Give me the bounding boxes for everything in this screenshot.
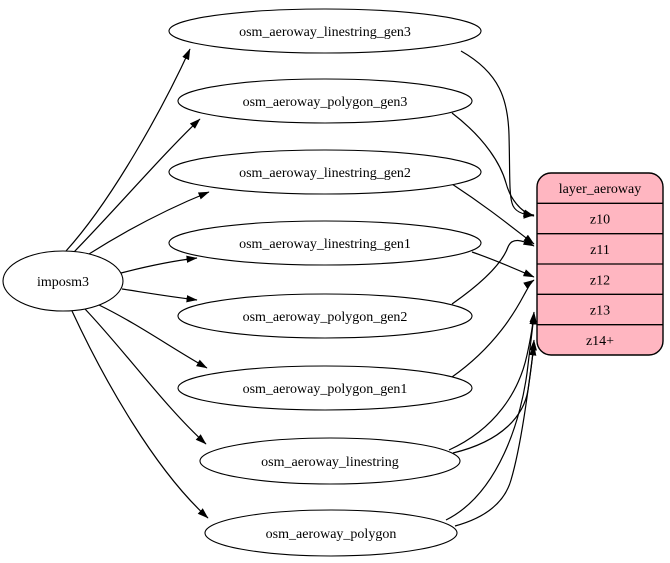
edge-imposm3-to-osm_aeroway_linestring: [84, 308, 207, 445]
layer-row-z11: z11: [590, 243, 610, 258]
node-imposm3: imposm3: [2, 250, 124, 312]
table-ellipse: [177, 78, 473, 124]
table-label: osm_aeroway_polygon: [266, 527, 397, 542]
table-ellipse: [168, 149, 482, 195]
table-label: osm_aeroway_linestring_gen3: [239, 25, 411, 40]
edge-imposm3-to-osm_aeroway_polygon_gen1: [98, 304, 208, 369]
edge-imposm3-to-osm_aeroway_linestring_gen2: [88, 191, 210, 255]
layer-row-z10: z10: [590, 213, 610, 228]
edge-osm_aeroway_linestring-to-z14: [452, 339, 537, 454]
edges-to-layer: [445, 50, 537, 527]
edge-osm_aeroway_polygon_gen3-to-z10: [451, 112, 535, 217]
edge-imposm3-to-osm_aeroway_linestring_gen1: [120, 255, 198, 274]
table-label: osm_aeroway_linestring_gen1: [239, 237, 411, 252]
node-osm_aeroway_linestring_gen2: osm_aeroway_linestring_gen2: [168, 149, 482, 195]
layer-row-z14: z14+: [586, 334, 614, 349]
table-ellipse: [168, 8, 482, 54]
edge-osm_aeroway_polygon_gen2-to-z11: [451, 237, 535, 305]
node-osm_aeroway_polygon_gen2: osm_aeroway_polygon_gen2: [177, 293, 473, 339]
table-label: osm_aeroway_polygon_gen3: [243, 95, 408, 110]
edge-imposm3-to-osm_aeroway_polygon_gen3: [73, 118, 201, 253]
edge-osm_aeroway_polygon-to-z14: [454, 344, 537, 527]
table-ellipse: [177, 365, 473, 411]
node-osm_aeroway_polygon_gen1: osm_aeroway_polygon_gen1: [177, 365, 473, 411]
node-osm_aeroway_linestring_gen3: osm_aeroway_linestring_gen3: [168, 8, 482, 54]
node-osm_aeroway_polygon: osm_aeroway_polygon: [204, 509, 458, 557]
table-label: osm_aeroway_polygon_gen2: [243, 310, 408, 325]
edge-imposm3-to-osm_aeroway_linestring_gen3: [65, 48, 191, 252]
edge-osm_aeroway_linestring_gen3-to-z10: [460, 50, 535, 219]
node-osm_aeroway_polygon_gen3: osm_aeroway_polygon_gen3: [177, 78, 473, 124]
imposm3-label: imposm3: [37, 275, 89, 290]
edge-osm_aeroway_linestring_gen1-to-z12: [471, 251, 535, 278]
table-ellipse: [177, 293, 473, 339]
edge-imposm3-to-osm_aeroway_polygon_gen2: [121, 288, 198, 303]
edge-osm_aeroway_polygon_gen1-to-z12: [451, 279, 535, 378]
layer-row-z13: z13: [590, 304, 610, 319]
node-osm_aeroway_linestring: osm_aeroway_linestring: [199, 437, 461, 485]
table-ellipse: [199, 437, 461, 485]
layer-row-z12: z12: [590, 273, 610, 288]
table-label: osm_aeroway_linestring: [261, 455, 399, 470]
table-ellipse: [168, 220, 482, 266]
layer-record-outline: [536, 172, 664, 356]
table-ellipse: [204, 509, 458, 557]
edge-osm_aeroway_polygon-to-z13: [445, 313, 537, 521]
node-osm_aeroway_linestring_gen1: osm_aeroway_linestring_gen1: [168, 220, 482, 266]
table-label: osm_aeroway_linestring_gen2: [239, 166, 411, 181]
table-label: osm_aeroway_polygon_gen1: [243, 382, 408, 397]
imposm3-ellipse: [2, 250, 124, 312]
node-layer_aeroway: layer_aeroway z10 z11 z12 z13 z14+: [536, 172, 664, 356]
layer-title: layer_aeroway: [559, 182, 641, 197]
edges-from-source: [65, 48, 210, 519]
edge-imposm3-to-osm_aeroway_polygon: [71, 310, 209, 519]
